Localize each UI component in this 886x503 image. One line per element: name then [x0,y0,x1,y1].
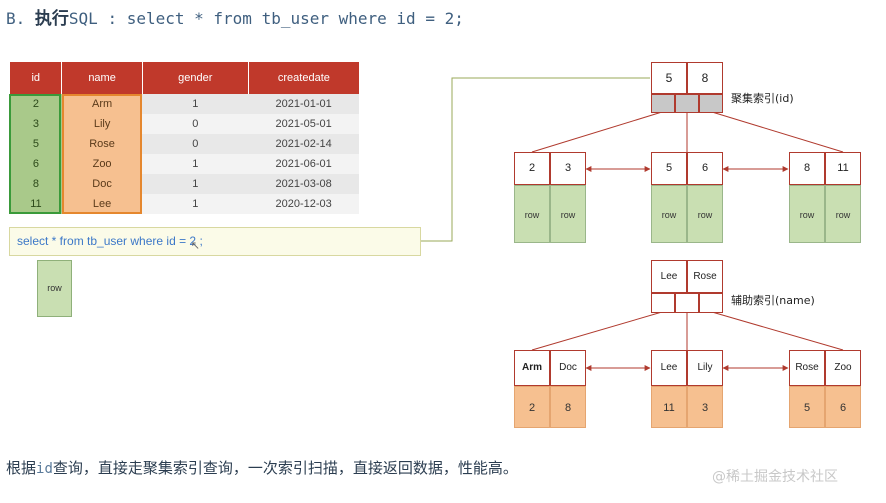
secondary-leaf-id: 5 [789,386,825,428]
conclusion-mono: id [36,461,53,477]
sql-query-text: select * from tb_user where id = [17,234,190,248]
cell-createdate: 2021-05-01 [248,114,359,134]
clustered-leaf-key: 11 [825,152,861,185]
clustered-root-pointer [699,94,723,113]
secondary-index-label: 辅助索引(name) [731,294,815,307]
table-row: 5 Rose 0 2021-02-14 [10,134,359,154]
secondary-root-key: Rose [687,260,723,293]
clustered-index-label: 聚集索引(id) [731,92,794,105]
clustered-leaf-row: row [825,185,861,243]
clustered-root-key: 5 [651,62,687,94]
secondary-root-pointer [651,293,675,313]
name-column-highlight [62,94,142,214]
cell-gender: 0 [142,134,249,154]
secondary-leaf-id: 3 [687,386,723,428]
secondary-leaf-id: 11 [651,386,687,428]
cell-createdate: 2021-02-14 [248,134,359,154]
cell-name: Arm [61,94,143,114]
cell-name: Doc [61,174,143,194]
cell-createdate: 2021-01-01 [248,94,359,114]
clustered-leaf-row: row [514,185,550,243]
table-row: 11 Lee 1 2020-12-03 [10,194,359,214]
col-header-name: name [61,62,143,94]
clustered-leaf-row: row [687,185,723,243]
cell-createdate: 2020-12-03 [248,194,359,214]
clustered-root-pointer [675,94,699,113]
col-header-gender: gender [142,62,249,94]
id-column-highlight [9,94,61,214]
secondary-leaf-id: 6 [825,386,861,428]
cell-id: 8 [10,174,62,194]
sql-query-box: select * from tb_user where id = 2 ;↖ [9,227,421,256]
secondary-leaf-key: Doc [550,350,586,386]
secondary-leaf-id: 2 [514,386,550,428]
heading-sql: SQL : select * from tb_user where id = 2… [68,9,464,28]
cell-gender: 1 [142,174,249,194]
cell-name: Lee [61,194,143,214]
cell-id: 2 [10,94,62,114]
conclusion-part2: 查询，直接走聚集索引查询，一次索引扫描，直接返回数据，性能高。 [52,459,518,477]
cell-gender: 1 [142,194,249,214]
secondary-root-pointer [675,293,699,313]
conclusion-part1: 根据 [6,459,37,477]
clustered-leaf-row: row [550,185,586,243]
clustered-root-pointer [651,94,675,113]
cell-gender: 1 [142,94,249,114]
cell-id: 5 [10,134,62,154]
sql-query-value: 2 [189,234,197,248]
result-row-box: row [37,260,72,317]
cell-name: Rose [61,134,143,154]
user-table: id name gender createdate 2 Arm 1 2021-0… [10,62,359,214]
clustered-leaf-key: 6 [687,152,723,185]
sql-query-end: ; [196,234,203,248]
table-row: 8 Doc 1 2021-03-08 [10,174,359,194]
heading-bold: 执行 [34,9,69,29]
secondary-root-pointer [699,293,723,313]
clustered-leaf-key: 2 [514,152,550,185]
watermark: @稀土掘金技术社区 [712,469,838,485]
table-row: 6 Zoo 1 2021-06-01 [10,154,359,174]
secondary-leaf-key: Lee [651,350,687,386]
cell-gender: 0 [142,114,249,134]
cell-gender: 1 [142,154,249,174]
cell-name: Zoo [61,154,143,174]
cell-id: 3 [10,114,62,134]
table-row: 3 Lily 0 2021-05-01 [10,114,359,134]
clustered-leaf-row: row [651,185,687,243]
table-row: 2 Arm 1 2021-01-01 [10,94,359,114]
heading-prefix: B. [6,9,35,28]
cell-createdate: 2021-03-08 [248,174,359,194]
clustered-root-key: 8 [687,62,723,94]
slide-heading: B. 执行SQL : select * from tb_user where i… [6,4,464,29]
secondary-leaf-key: Lily [687,350,723,386]
secondary-leaf-id: 8 [550,386,586,428]
table-header-row: id name gender createdate [10,62,359,94]
secondary-leaf-key: Rose [789,350,825,386]
cursor-icon: ↖ [190,240,200,252]
col-header-id: id [10,62,63,94]
secondary-leaf-key: Zoo [825,350,861,386]
cell-name: Lily [61,114,143,134]
secondary-leaf-key: Arm [514,350,550,386]
clustered-leaf-key: 5 [651,152,687,185]
secondary-root-key: Lee [651,260,687,293]
cell-createdate: 2021-06-01 [248,154,359,174]
clustered-leaf-row: row [789,185,825,243]
clustered-leaf-key: 8 [789,152,825,185]
col-header-createdate: createdate [248,62,359,94]
clustered-leaf-key: 3 [550,152,586,185]
cell-id: 11 [10,194,62,214]
conclusion-text: 根据id查询，直接走聚集索引查询，一次索引扫描，直接返回数据，性能高。 [6,457,518,478]
cell-id: 6 [10,154,62,174]
